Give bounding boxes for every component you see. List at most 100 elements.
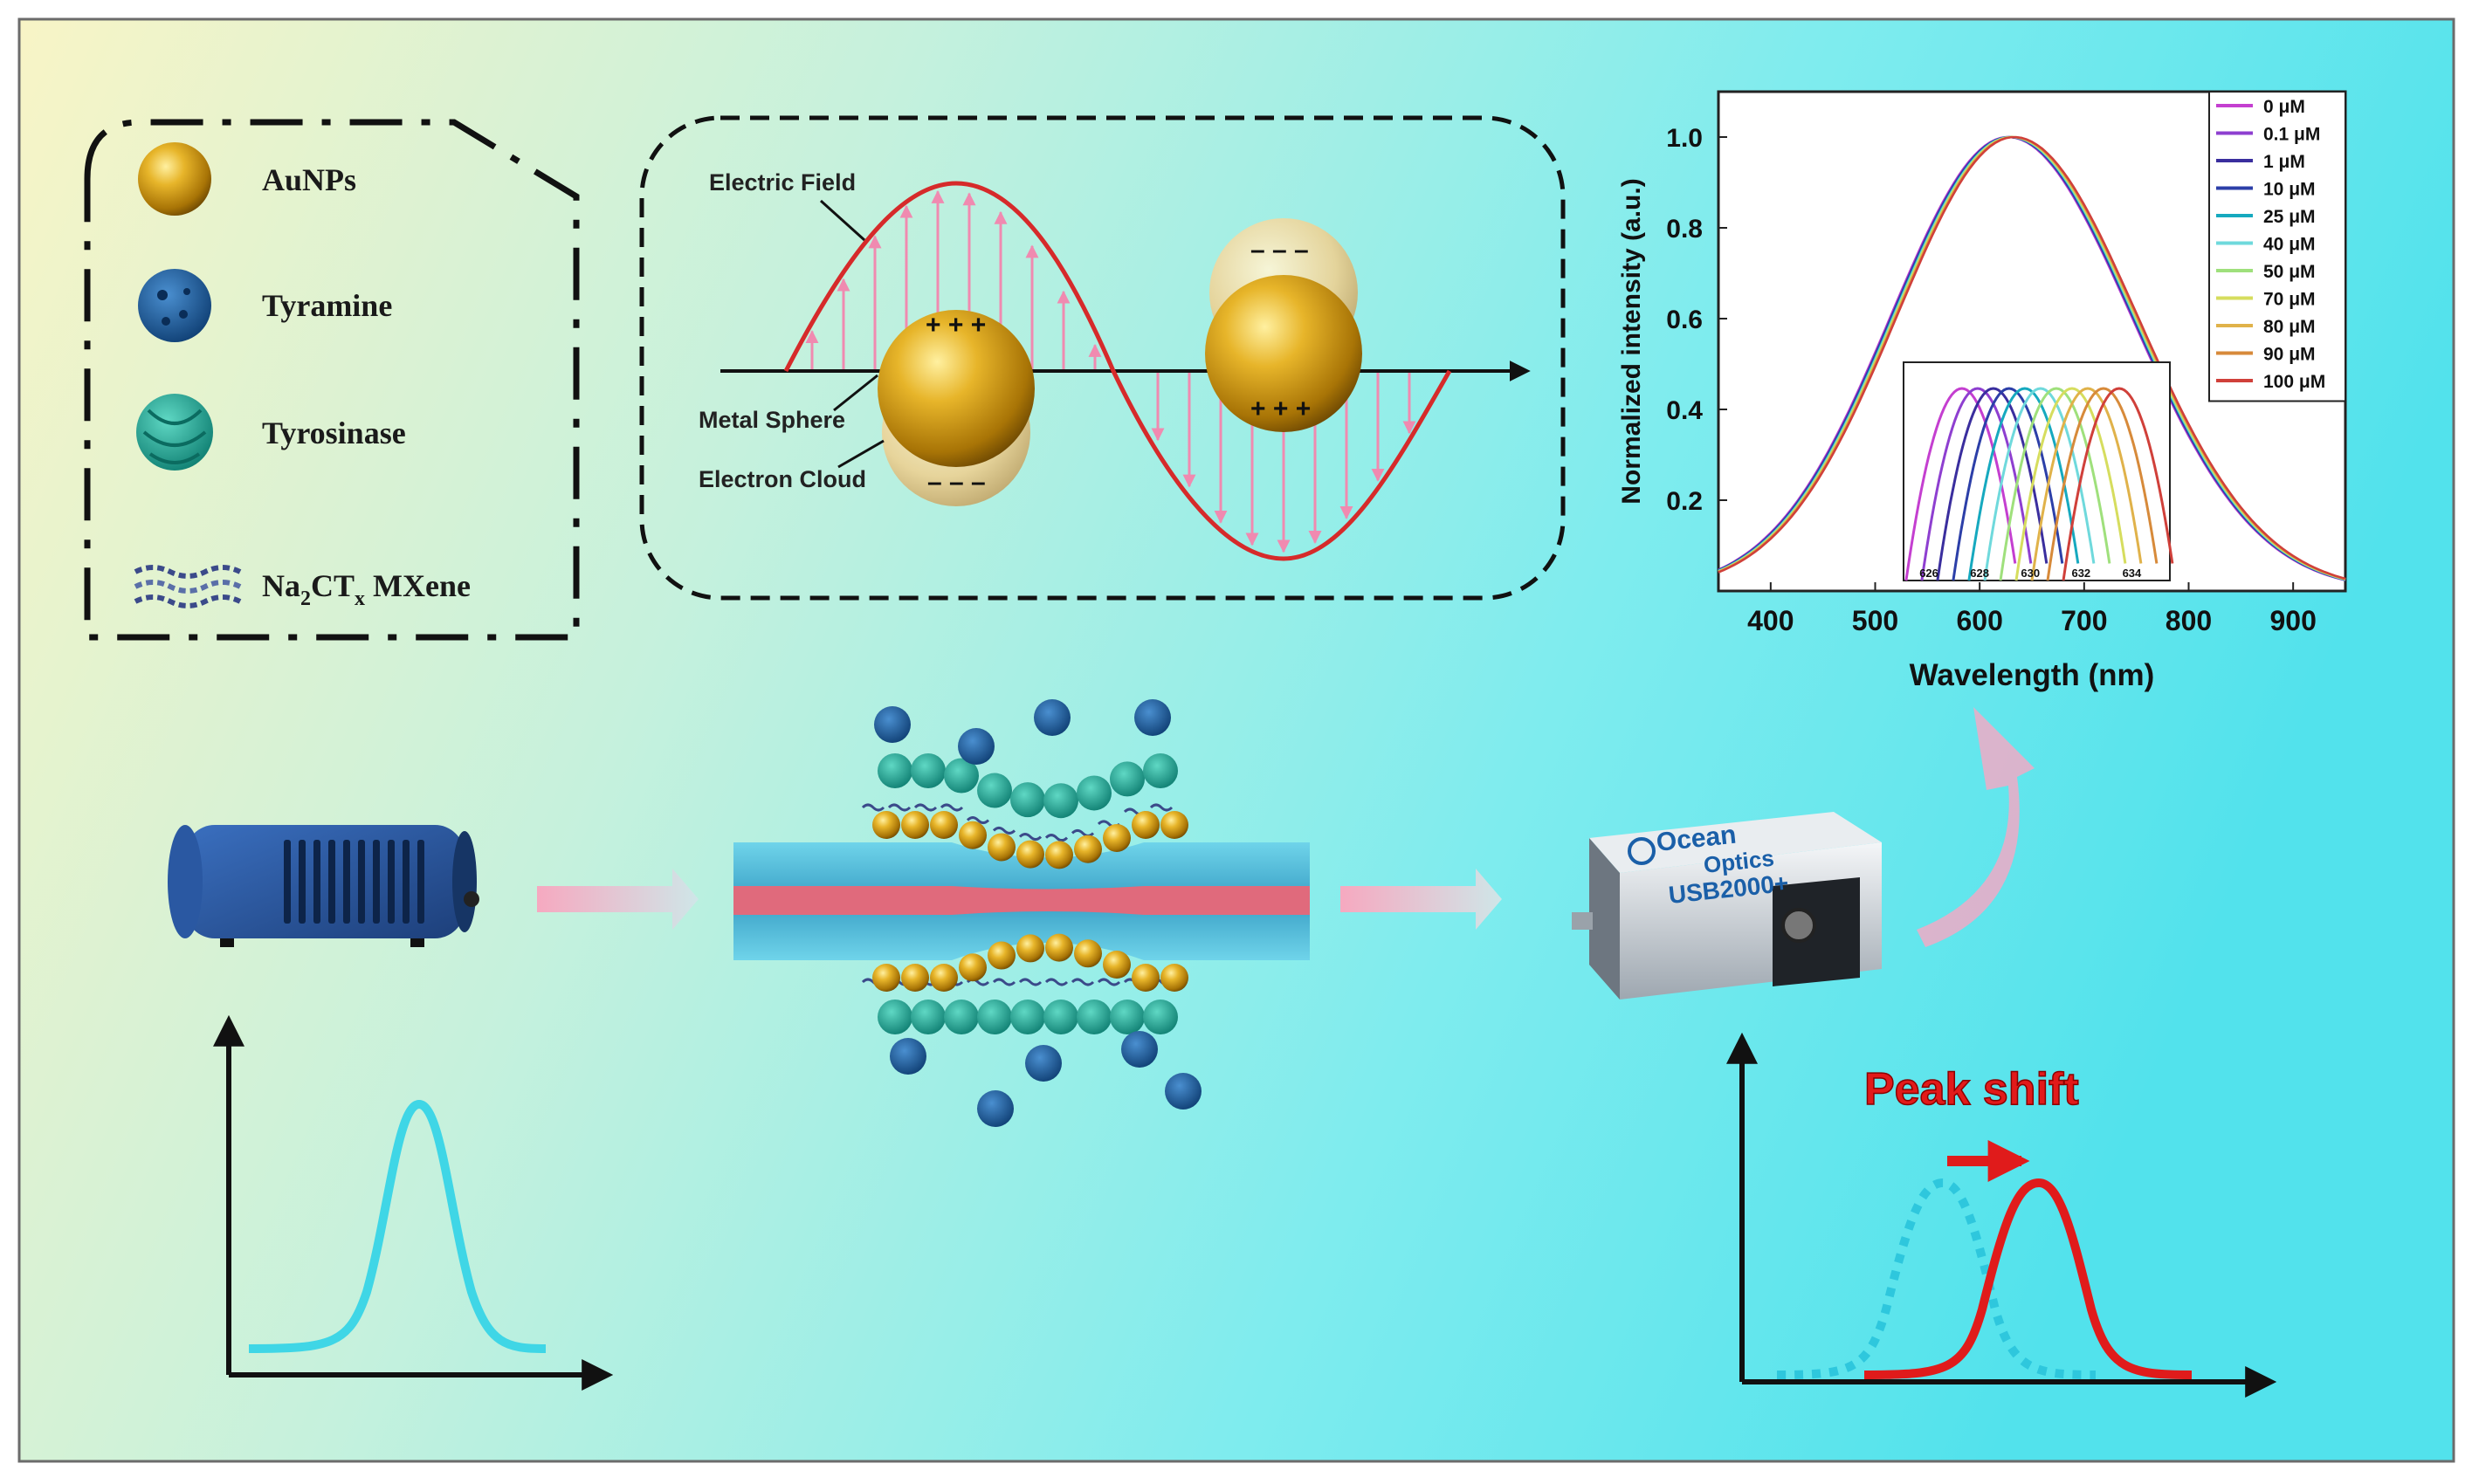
electric-field-wave bbox=[783, 181, 1452, 561]
tyrosinase-particle bbox=[1143, 753, 1178, 788]
metal-sphere-label: Metal Sphere bbox=[699, 407, 845, 433]
chart-series bbox=[1718, 135, 2346, 581]
legend-entry: 0 μM bbox=[2263, 97, 2305, 117]
ocean-optics-logo-icon bbox=[1628, 837, 1656, 865]
aunp-particle bbox=[1074, 835, 1102, 863]
lspr-diagram: Electric Field + + + – – – Metal Sphere … bbox=[639, 115, 1566, 601]
inset-line bbox=[1967, 387, 2080, 581]
aunp-particle bbox=[1132, 811, 1160, 839]
mxene-flake bbox=[1044, 978, 1069, 986]
mxene-flake bbox=[992, 978, 1016, 986]
electron-cloud-label: Electron Cloud bbox=[699, 466, 866, 492]
x-tick-label: 400 bbox=[1747, 605, 1794, 636]
tyrosinase-particle bbox=[1043, 1000, 1078, 1034]
legend-box: AuNPs Tyramine Tyrosinase Na2CTx MXene bbox=[84, 119, 580, 641]
inset-series bbox=[1904, 387, 2174, 581]
y-tick-label: 0.2 bbox=[1666, 487, 1703, 516]
minus-charge-1: – – – bbox=[927, 468, 986, 497]
metal-sphere-2 bbox=[1205, 275, 1362, 432]
tyramine-particle bbox=[1121, 1031, 1158, 1068]
tyrosinase-particle bbox=[911, 1000, 946, 1034]
tyrosinase-particle bbox=[1143, 1000, 1178, 1034]
aunp-particle bbox=[901, 964, 929, 992]
aunp-particle bbox=[1160, 964, 1188, 992]
aunp-particle bbox=[1074, 939, 1102, 968]
tyramine-particle bbox=[874, 706, 911, 743]
aunp-particle bbox=[988, 941, 1016, 970]
aunp-particle bbox=[872, 811, 900, 839]
x-tick-label: 600 bbox=[1956, 605, 2002, 636]
legend-entry: 0.1 μM bbox=[2263, 125, 2320, 145]
mxene-flake bbox=[1149, 803, 1174, 812]
mxene-flake bbox=[1071, 828, 1095, 837]
aunp-particle bbox=[988, 833, 1016, 862]
inset-line bbox=[1983, 387, 2096, 581]
inset-line bbox=[2062, 387, 2174, 581]
fiber-sensor bbox=[733, 699, 1310, 1127]
x-tick-label: 900 bbox=[2269, 605, 2316, 636]
tyrosinase-particle bbox=[911, 753, 946, 788]
inset-tick-label: 626 bbox=[1919, 567, 1938, 580]
tyramine-particle bbox=[1134, 699, 1171, 736]
tyramine-icon bbox=[138, 269, 211, 342]
mxene-flake bbox=[887, 803, 912, 812]
legend-label-tyrosinase: Tyrosinase bbox=[262, 416, 406, 450]
y-tick-label: 0.6 bbox=[1666, 306, 1703, 334]
inset-tick-label: 628 bbox=[1970, 567, 1989, 580]
tyrosinase-particle bbox=[1077, 1000, 1112, 1034]
aunp-particle bbox=[959, 821, 987, 849]
original-peak-curve bbox=[1776, 1178, 2097, 1379]
inset-line bbox=[2014, 387, 2127, 581]
aunp-particle bbox=[872, 964, 900, 992]
plus-charge-2: + + + bbox=[1250, 395, 1311, 423]
tyrosinase-particle bbox=[977, 773, 1012, 808]
inset-line bbox=[1952, 387, 2064, 581]
output-arrow bbox=[1917, 707, 2035, 947]
aunp-particle bbox=[1016, 840, 1044, 869]
spectrum-line bbox=[1718, 135, 2346, 581]
tyrosinase-particle bbox=[1010, 1000, 1045, 1034]
mxene-flake bbox=[861, 803, 885, 812]
aunp-particle bbox=[1160, 811, 1188, 839]
aunp-particle bbox=[1103, 823, 1131, 852]
mxene-flake bbox=[940, 803, 964, 812]
tyrosinase-particle bbox=[1110, 1000, 1145, 1034]
tyramine-particle bbox=[1034, 699, 1071, 736]
legend-entry: 70 μM bbox=[2263, 290, 2316, 310]
inset-tick-label: 630 bbox=[2021, 567, 2040, 580]
aunp-particle bbox=[1045, 933, 1073, 962]
aunp-particle bbox=[901, 811, 929, 839]
flow-arrow-1 bbox=[537, 869, 699, 930]
fiber-coating bbox=[861, 699, 1202, 1127]
tyrosinase-icon bbox=[136, 394, 213, 471]
tyrosinase-particle bbox=[1110, 761, 1145, 797]
legend-entry: 100 μM bbox=[2263, 372, 2325, 392]
aunp-particle bbox=[1045, 841, 1073, 869]
legend-entry: 40 μM bbox=[2263, 235, 2316, 255]
plus-charge-1: + + + bbox=[926, 311, 986, 340]
tyrosinase-particle bbox=[878, 1000, 912, 1034]
input-spectrum-curve bbox=[248, 1099, 547, 1353]
aunp-particle bbox=[930, 811, 958, 839]
inset-line bbox=[1920, 387, 2033, 581]
tyrosinase-particle bbox=[1077, 775, 1112, 811]
input-spectrum-plot bbox=[213, 1014, 614, 1391]
tyrosinase-particle bbox=[1043, 783, 1078, 819]
flow-arrow-2 bbox=[1340, 869, 1502, 930]
x-tick-label: 700 bbox=[2061, 605, 2107, 636]
mxene-flake bbox=[1097, 978, 1121, 986]
legend-entry: 25 μM bbox=[2263, 207, 2316, 227]
legend-entry: 10 μM bbox=[2263, 180, 2316, 200]
peak-shift-plot: Peak shift bbox=[1726, 1032, 2277, 1398]
tyramine-particle bbox=[1025, 1045, 1062, 1082]
tyramine-particle bbox=[958, 728, 995, 765]
legend-label-tyramine: Tyramine bbox=[262, 288, 392, 323]
light-source bbox=[168, 825, 479, 947]
tyramine-particle bbox=[890, 1038, 926, 1075]
tyrosinase-particle bbox=[944, 1000, 979, 1034]
